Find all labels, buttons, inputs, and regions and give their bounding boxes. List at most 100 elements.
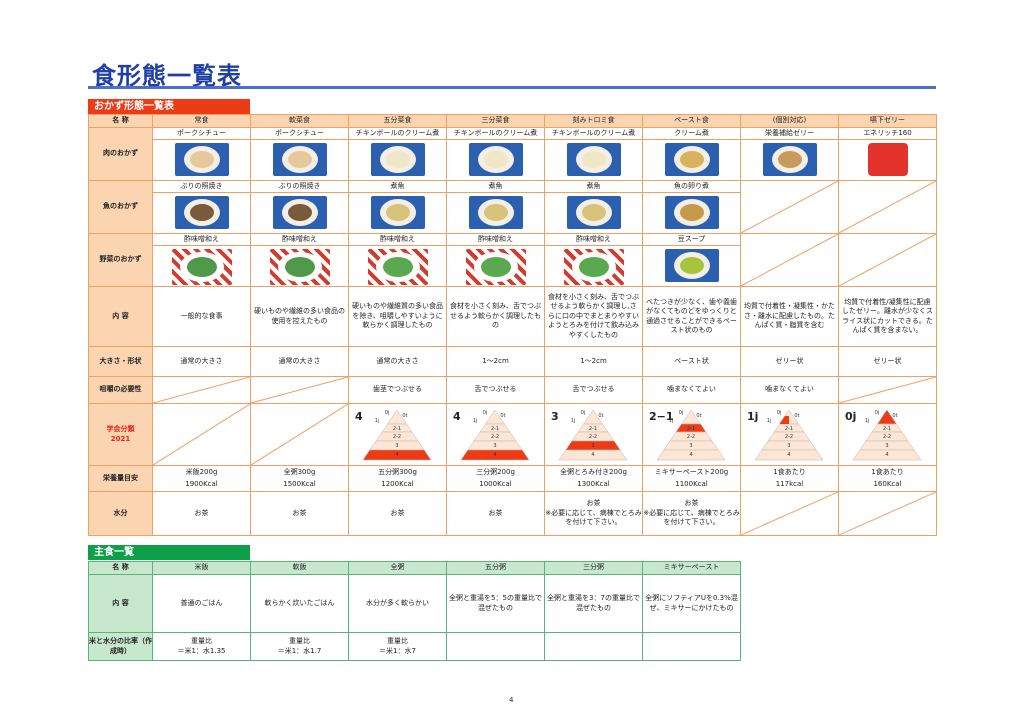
class-label: 学会分類 [106,425,135,434]
shushoku-ratio-cell: 重量比 ＝米1：水1.35 [152,632,251,661]
dish-caption: 豆スープ [643,235,740,246]
pyramid-level-label: 2-1 [589,426,597,432]
water-text: お茶 [292,508,307,517]
veg-dish-cell: 酢味噌和え [348,233,447,287]
dish-photo-frame [546,196,642,233]
dish-caption: ポークシチュー [251,129,348,140]
pyramid-tier [558,449,628,461]
chew-cell: 噛まなくてよい [642,376,741,404]
shushoku-ratio-cell: 重量比 ＝米1：水1.7 [250,632,349,661]
content-cell: 均質で付着性/凝集性に配慮したゼリー。離水が少なくスライス状にカットできる。たん… [838,286,937,347]
size-text: 1～2cm [482,356,509,365]
nutrition-portion: 全粥とろみ付き200g [560,467,627,476]
size-cell: 1～2cm [446,346,545,377]
water-cell: お茶 ※必要に応じて、病棟でとろみを付けて下さい。 [642,491,741,536]
content-text: 均質で付着性・凝集性・かたさ・離水に配慮したもの。たんぱく質・脂質を含む [744,302,835,330]
empty-cell-diagonal [839,181,936,233]
dish-photo [468,196,523,229]
pyramid-level-label: 2-1 [687,426,695,432]
dish-photo [563,249,624,285]
dish-photo [370,143,425,176]
pyramid-level-label: 4 [689,452,692,458]
meat-dish-cell: チキンボールのクリーム煮 [446,127,545,181]
dish-photo-frame [546,249,642,286]
water-cell: お茶 [152,491,251,536]
nutrition-portion: 三分粥200g [476,467,515,476]
water-row: 水分 お茶お茶お茶お茶お茶 ※必要に応じて、病棟でとろみを付けて下さい。お茶 ※… [88,491,937,536]
nutrition-kcal: 1500Kcal [283,480,316,488]
size-text: ゼリー状 [873,356,902,365]
pyramid-level-label: 4 [493,452,496,458]
dish-photo-frame [154,143,250,180]
size-cell: 通常の大きさ [152,346,251,377]
empty-cell [740,180,839,234]
pyramid-level-label: 3 [591,443,594,449]
dish-photo-frame [448,143,544,180]
dish-photo [664,196,719,229]
pyramid-tier [754,449,824,461]
veg-dish-cell: 酢味噌和え [446,233,545,287]
chew-cell: 舌でつぶせる [446,376,545,404]
chew-cell [152,376,251,404]
nutrition-kcal: 1000Kcal [479,480,512,488]
chew-row: 咀嚼の必要性 歯茎でつぶせる舌でつぶせる舌でつぶせる噛まなくてよい噛まなくてよい [88,376,937,404]
size-cell: ゼリー状 [838,346,937,377]
dish-photo-frame [448,196,544,233]
pyramid-level-label: 0t [696,413,701,419]
meat-row-label: 肉のおかず [88,127,153,181]
dish-photo-frame [350,249,446,286]
size-cell: 通常の大きさ [250,346,349,377]
column-header: 米飯 [152,561,251,575]
dish-photo-frame [252,196,348,233]
pyramid-level-label: 1j [375,418,380,424]
dish-caption: チキンボールのクリーム煮 [447,129,544,140]
content-text: 一般的な食事 [180,311,223,320]
shushoku-ratio-cell [544,632,643,661]
chew-row-label: 咀嚼の必要性 [88,376,153,404]
column-header: 軟菜食 [250,114,349,128]
pyramid-level-label: 0t [794,413,799,419]
class-year: 2021 [110,434,131,443]
meat-dish-cell: 栄養補給ゼリー [740,127,839,181]
fish-dish-cell: 煮魚 [544,180,643,234]
shushoku-ratio-text: 重量比 ＝米1：水1.7 [277,637,322,655]
pyramid-level-label: 0t [892,413,897,419]
size-text: ゼリー状 [775,356,804,365]
dish-caption: チキンボールのクリーム煮 [545,129,642,140]
size-text: 1～2cm [580,356,607,365]
empty-cell [838,180,937,234]
veg-dish-cell: 酢味噌和え [152,233,251,287]
chew-cell: 歯茎でつぶせる [348,376,447,404]
class-code: 1j [747,410,759,423]
pyramid-level-label: 4 [395,452,398,458]
pyramid-tier [362,449,432,461]
chew-cell [250,376,349,404]
class-cell [152,403,251,466]
pyramid-level-label: 1j [865,418,870,424]
fish-row-label: 魚のおかず [88,180,153,234]
shushoku-ratio-cell [446,632,545,661]
water-cell [838,491,937,536]
shushoku-content-label: 内 容 [88,574,153,633]
shushoku-content-text: 軟らかく炊いたごはん [264,598,335,607]
nutrition-row-label: 栄養量目安 [88,465,153,492]
water-text: お茶 [488,508,503,517]
dish-caption: 煮魚 [349,182,446,193]
dish-photo-frame [546,143,642,180]
empty-cell-diagonal [251,377,348,403]
dish-caption: ぶりの照焼き [251,182,348,193]
pyramid-level-label: 0j [875,410,880,416]
pyramid-level-label: 2-2 [785,434,793,440]
pyramid-level-label: 0j [777,410,782,416]
pyramid-level-label: 0t [598,413,603,419]
chew-cell: 舌でつぶせる [544,376,643,404]
